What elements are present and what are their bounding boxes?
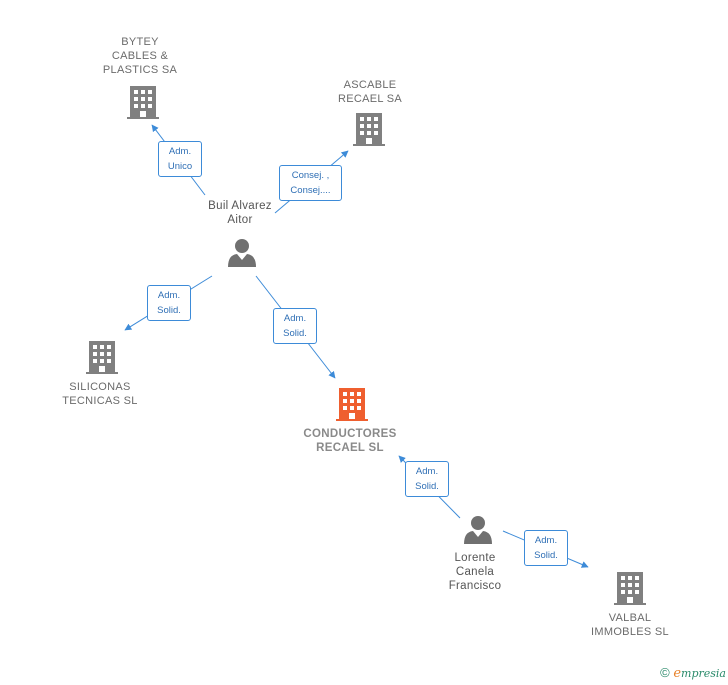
brand-footer: © empresia (660, 665, 726, 681)
node-label-siliconas[interactable]: SILICONAS TECNICAS SL (62, 381, 138, 407)
node-label-ascable[interactable]: ASCABLE RECAEL SA (337, 79, 403, 105)
edge-label-buil-ascable: Consej. , Consej.... (279, 165, 342, 201)
node-label-valbal[interactable]: VALBAL IMMOBLES SL (591, 612, 669, 638)
person-icon (228, 239, 256, 267)
edge-label-lorente-conductores: Adm. Solid. (405, 461, 449, 497)
edge-label-buil-siliconas: Adm. Solid. (147, 285, 191, 321)
building-icon (86, 341, 118, 374)
edge-label-buil-conductores: Adm. Solid. (273, 308, 317, 344)
edge-label-lorente-valbal: Adm. Solid. (524, 530, 568, 566)
building-icon (353, 113, 385, 146)
copyright-symbol: © (660, 665, 670, 680)
building-icon (127, 86, 159, 119)
brand-initial: e (673, 666, 682, 681)
brand-name: mpresia (681, 667, 726, 680)
node-label-buil[interactable]: Buil Alvarez Aitor (208, 200, 272, 226)
edge-label-buil-bytey: Adm. Unico (158, 141, 202, 177)
node-label-lorente[interactable]: Lorente Canela Francisco (448, 552, 502, 592)
node-label-conductores[interactable]: CONDUCTORES RECAEL SL (303, 428, 397, 454)
person-icon (464, 516, 492, 544)
main-building-icon (336, 388, 368, 421)
node-label-bytey[interactable]: BYTEY CABLES & PLASTICS SA (102, 36, 178, 76)
building-icon (614, 572, 646, 605)
